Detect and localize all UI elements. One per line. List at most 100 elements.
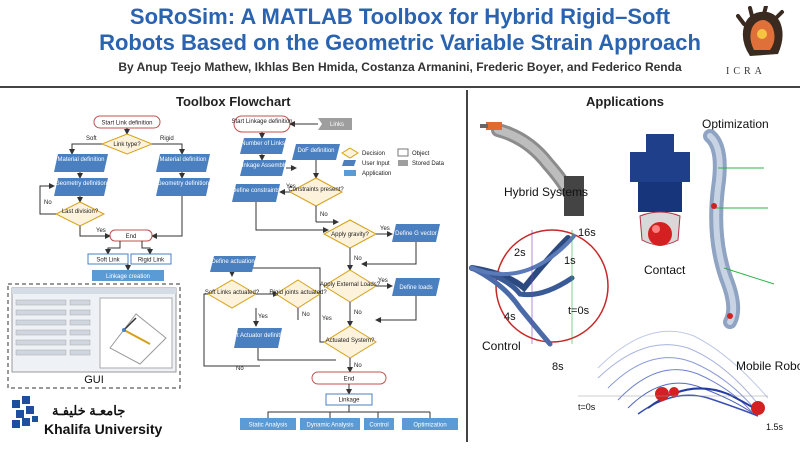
soft-link-box <box>87 253 129 265</box>
legend-decision: Decision <box>362 151 385 157</box>
define-loads-box <box>392 278 440 296</box>
material-rigid-label: Material definition <box>159 157 206 163</box>
define-g-vector-label: Define G vector <box>395 231 437 237</box>
linkage-creation-label: Linkage creation <box>106 274 150 280</box>
khalifa-university-name: Khalifa University <box>44 421 162 437</box>
time-1s: 1s <box>564 255 576 267</box>
link-type-decision <box>100 133 154 155</box>
end-link-label: End <box>126 234 137 240</box>
soft-link-label: Soft Link <box>96 258 120 264</box>
static-analysis-label: Static Analysis <box>249 423 288 429</box>
define-constraints-label: Define constraints <box>232 188 280 194</box>
static-analysis-box <box>240 418 296 430</box>
poster-title: SoRoSim: A MATLAB Toolbox for Hybrid Rig… <box>60 4 740 56</box>
flowchart-section-title: Toolbox Flowchart <box>176 94 291 109</box>
time-4s: 4s <box>504 311 516 323</box>
khalifa-logo-icon <box>12 396 38 428</box>
dof-definition-label: DoF definition <box>297 148 334 154</box>
mobile-robots-figure <box>578 330 769 417</box>
optimization-box <box>402 418 458 430</box>
optimization-figure <box>703 129 775 329</box>
no-label-5: No <box>354 363 362 369</box>
rigid-link-box <box>130 253 172 265</box>
time-2s: 2s <box>514 247 526 259</box>
yes-label-2: Yes <box>286 184 296 190</box>
contact-label: Contact <box>644 263 686 277</box>
gui-label: GUI <box>84 374 104 386</box>
legend-object: Object <box>412 151 430 157</box>
geometry-rigid-label: Geometry definition <box>157 181 209 187</box>
no-label-6: No <box>302 312 310 318</box>
yes-label-1: Yes <box>96 228 106 234</box>
soft-links-actuated-decision <box>207 279 257 309</box>
mobile-robots-label: Mobile Robots <box>736 359 800 373</box>
define-actuation-label: Define actuation <box>211 259 254 265</box>
define-loads-label: Define loads <box>399 285 432 291</box>
no-label-3: No <box>354 256 362 262</box>
actuated-system-label: Actuated System? <box>326 338 375 344</box>
title-line-1: SoRoSim: A MATLAB Toolbox for Hybrid Rig… <box>129 4 671 29</box>
link-type-label: Link type? <box>113 142 141 148</box>
time-16s: 16s <box>578 227 596 239</box>
control-box <box>364 418 394 430</box>
number-of-links-label: Number of Links <box>241 141 285 147</box>
links-label: Links <box>330 122 344 128</box>
dof-definition-box <box>292 144 340 160</box>
yes-label-6: Yes <box>258 314 268 320</box>
hybrid-systems-label: Hybrid Systems <box>504 185 588 199</box>
geometry-rigid-box <box>156 178 210 196</box>
legend-application: Application <box>362 171 391 177</box>
control-label: Control <box>369 423 388 429</box>
control-figure <box>469 229 609 347</box>
gui-panel: GUI <box>7 283 181 389</box>
material-soft-box <box>54 154 108 172</box>
soft-links-actuated-label: Soft Links actuated? <box>205 290 260 296</box>
time-t0: t=0s <box>568 305 590 317</box>
linkage-assembly-label: Linkage Assembly <box>239 163 287 169</box>
linkage-definition-flow: Start Linkage definition Links Number of… <box>203 115 445 418</box>
soft-branch-label: Soft <box>86 136 97 142</box>
control-time-labels: 16s 2s 1s 4s t=0s 8s <box>504 227 596 373</box>
optimization-figure-label: Optimization <box>702 117 769 131</box>
time-8s: 8s <box>552 361 564 373</box>
apply-external-loads-label: Apply External Loads? <box>320 282 381 288</box>
legend-stored-data: Stored Data <box>412 161 445 167</box>
rigid-joints-actuated-label: Rigid joints actuated? <box>269 290 327 296</box>
soft-actuator-definition-box <box>234 328 282 348</box>
linkage-label: Linkage <box>338 398 360 404</box>
define-actuation-box <box>210 256 256 272</box>
no-label-2: No <box>320 212 328 218</box>
define-constraints-box <box>232 184 280 202</box>
khalifa-arabic-name: جامعـة خليفـة <box>52 403 125 418</box>
icra-logo-icon <box>736 6 784 56</box>
links-stored-data <box>318 118 352 130</box>
title-line-2: Robots Based on the Geometric Variable S… <box>99 30 701 55</box>
legend-user-input: User Input <box>362 161 390 167</box>
linkage-creation-box <box>92 270 164 281</box>
no-label-7: No <box>236 366 244 372</box>
time-t0-mobile: t=0s <box>578 402 596 412</box>
toolbox-flowchart: Start Link definition Link type? Soft Ri… <box>7 115 458 437</box>
hybrid-systems-figure <box>480 122 584 216</box>
geometry-soft-label: Geometry definition <box>55 181 107 187</box>
no-label-4: No <box>354 310 362 316</box>
header-divider <box>0 86 800 88</box>
material-rigid-box <box>156 154 210 172</box>
soft-actuator-label: Soft Actuator definition <box>228 333 288 339</box>
yes-label-4: Yes <box>378 278 388 284</box>
constraints-present-label: Constraints present? <box>288 187 344 193</box>
geometry-soft-box <box>54 178 108 196</box>
linkage-assembly-box <box>240 160 286 176</box>
define-g-vector-box <box>392 224 440 242</box>
yes-label-5: Yes <box>322 316 332 322</box>
column-divider <box>466 90 468 442</box>
rigid-link-label: Rigid Link <box>138 258 165 264</box>
rigid-branch-label: Rigid <box>160 136 174 142</box>
control-label: Control <box>482 339 521 353</box>
number-of-links-box <box>240 138 286 154</box>
contact-figure <box>630 134 690 246</box>
time-1-5s: 1.5s <box>766 422 784 432</box>
icra-logo-text: ICRA <box>726 66 766 77</box>
apply-gravity-label: Apply gravity? <box>331 232 369 238</box>
optimization-label: Optimization <box>413 423 446 429</box>
